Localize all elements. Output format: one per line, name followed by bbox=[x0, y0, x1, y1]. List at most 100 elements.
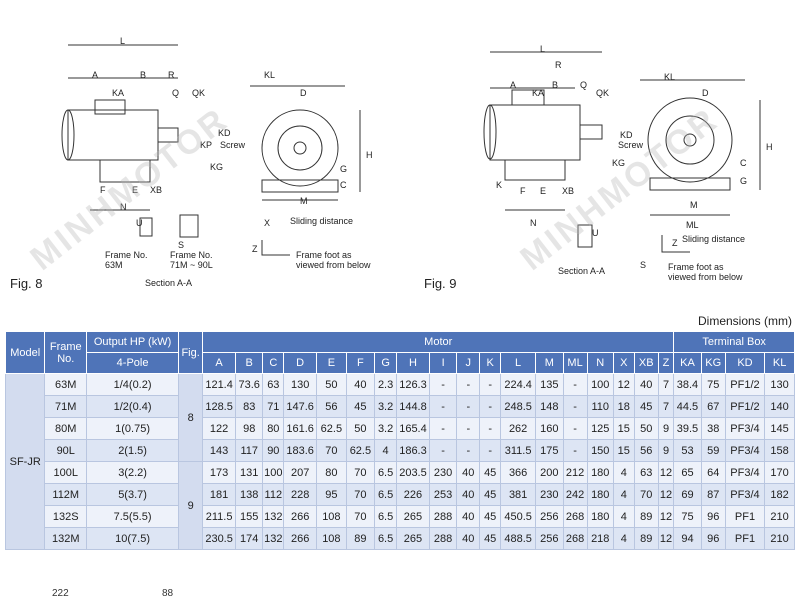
value-cell: 110 bbox=[586, 395, 614, 418]
model-cell: SF-JR bbox=[4, 373, 46, 550]
fig8-motor-endcap bbox=[61, 109, 75, 161]
value-cell: 108 bbox=[316, 505, 347, 528]
col-header: XB bbox=[633, 352, 659, 374]
value-cell: - bbox=[428, 439, 458, 462]
value-cell: 262 bbox=[500, 417, 537, 440]
header-pole: 4-Pole bbox=[86, 352, 180, 374]
fig8-frame-right: Frame No. 71M ~ 90L bbox=[170, 250, 213, 270]
value-cell: 100 bbox=[586, 373, 614, 396]
col-header: M bbox=[535, 352, 564, 374]
fig9-label: Fig. 9 bbox=[424, 276, 457, 291]
header-output: Output HP (kW) bbox=[86, 331, 180, 353]
dimension-letter: Screw bbox=[618, 140, 644, 150]
value-cell: 4 bbox=[612, 505, 635, 528]
value-cell: 155 bbox=[235, 505, 264, 528]
dimension-letter: KG bbox=[612, 158, 626, 168]
dimension-letter: D bbox=[300, 88, 307, 98]
value-cell: 145 bbox=[764, 417, 795, 440]
value-cell: 40 bbox=[456, 527, 481, 550]
fig9-end-foot bbox=[649, 177, 731, 191]
value-cell: 203.5 bbox=[396, 461, 430, 484]
value-cell: 288 bbox=[428, 505, 458, 528]
value-cell: PF3/4 bbox=[724, 483, 766, 506]
value-cell: PF3/4 bbox=[724, 461, 766, 484]
value-cell: - bbox=[456, 417, 481, 440]
value-cell: 135 bbox=[535, 373, 564, 396]
dimension-letter: R bbox=[555, 60, 562, 70]
frame-cell: 132S bbox=[44, 505, 88, 528]
value-cell: 160 bbox=[535, 417, 564, 440]
dimension-letter: XB bbox=[562, 186, 575, 196]
dimension-letter: H bbox=[366, 150, 373, 160]
value-cell: 132 bbox=[262, 505, 285, 528]
value-cell: 248.5 bbox=[500, 395, 537, 418]
dimension-letter: N bbox=[530, 218, 537, 228]
value-cell: 40 bbox=[633, 373, 659, 396]
value-cell: 2.3 bbox=[374, 373, 398, 396]
dimension-letter: C bbox=[740, 158, 747, 168]
output-cell: 2(1.5) bbox=[86, 439, 180, 462]
figures-area: Fig. 8 Fig. 9 Frame No. 63M Frame No. 71… bbox=[10, 36, 773, 291]
value-cell: 450.5 bbox=[500, 505, 537, 528]
fig8-motor-body bbox=[67, 109, 159, 161]
value-cell: 89 bbox=[633, 527, 659, 550]
col-header: F bbox=[345, 352, 376, 374]
value-cell: 45 bbox=[479, 505, 502, 528]
fig9-end-circle bbox=[647, 97, 733, 183]
value-cell: 170 bbox=[764, 461, 795, 484]
col-header: KG bbox=[700, 352, 726, 374]
fig9-foot-text: Frame foot as viewed from below bbox=[668, 262, 743, 282]
value-cell: 266 bbox=[283, 505, 318, 528]
col-header: A bbox=[202, 352, 237, 374]
value-cell: 381 bbox=[500, 483, 537, 506]
dimension-letter: Screw bbox=[220, 140, 246, 150]
value-cell: - bbox=[562, 395, 588, 418]
col-header: G bbox=[374, 352, 398, 374]
dimension-letter: ML bbox=[686, 220, 699, 230]
value-cell: 83 bbox=[235, 395, 264, 418]
value-cell: 148 bbox=[535, 395, 564, 418]
dimension-letter: F bbox=[520, 186, 526, 196]
value-cell: 132 bbox=[262, 527, 285, 550]
output-cell: 7.5(5.5) bbox=[86, 505, 180, 528]
value-cell: PF3/4 bbox=[724, 439, 766, 462]
dimension-letter: D bbox=[702, 88, 709, 98]
header-frame: Frame No. bbox=[44, 331, 88, 374]
dimension-letter: S bbox=[640, 260, 647, 270]
dimension-letter: QK bbox=[596, 88, 610, 98]
value-cell: 165.4 bbox=[396, 417, 430, 440]
col-header: Z bbox=[657, 352, 675, 374]
value-cell: 186.3 bbox=[396, 439, 430, 462]
value-cell: - bbox=[479, 395, 502, 418]
dimension-letter: N bbox=[120, 202, 127, 212]
header-model: Model bbox=[4, 331, 46, 374]
value-cell: 150 bbox=[586, 439, 614, 462]
value-cell: 95 bbox=[316, 483, 347, 506]
dimension-letter: E bbox=[132, 185, 139, 195]
value-cell: 39.5 bbox=[673, 417, 702, 440]
fig9-motor-endcap bbox=[483, 104, 497, 160]
dimension-letter: KA bbox=[532, 88, 545, 98]
dimension-letter: KG bbox=[210, 162, 224, 172]
value-cell: 218 bbox=[586, 527, 614, 550]
value-cell: 122 bbox=[202, 417, 237, 440]
value-cell: 6.5 bbox=[374, 505, 398, 528]
fig8-section-mid bbox=[179, 214, 199, 238]
frame-cell: 90L bbox=[44, 439, 88, 462]
value-cell: 63 bbox=[262, 373, 285, 396]
value-cell: 70 bbox=[316, 439, 347, 462]
value-cell: - bbox=[479, 417, 502, 440]
fig9-foot-detail bbox=[661, 235, 690, 253]
frame-cell: 63M bbox=[44, 373, 88, 396]
value-cell: 40 bbox=[456, 461, 481, 484]
fig8-foot-text: Frame foot as viewed from below bbox=[296, 250, 371, 270]
value-cell: 180 bbox=[586, 461, 614, 484]
value-cell: 80 bbox=[262, 417, 285, 440]
value-cell: 80 bbox=[316, 461, 347, 484]
value-cell: 288 bbox=[428, 527, 458, 550]
fig8-section: Section A-A bbox=[145, 278, 193, 288]
dimension-letter: M bbox=[690, 200, 698, 210]
value-cell: 144.8 bbox=[396, 395, 430, 418]
header-motor: Motor bbox=[202, 331, 675, 353]
value-cell: 128.5 bbox=[202, 395, 237, 418]
